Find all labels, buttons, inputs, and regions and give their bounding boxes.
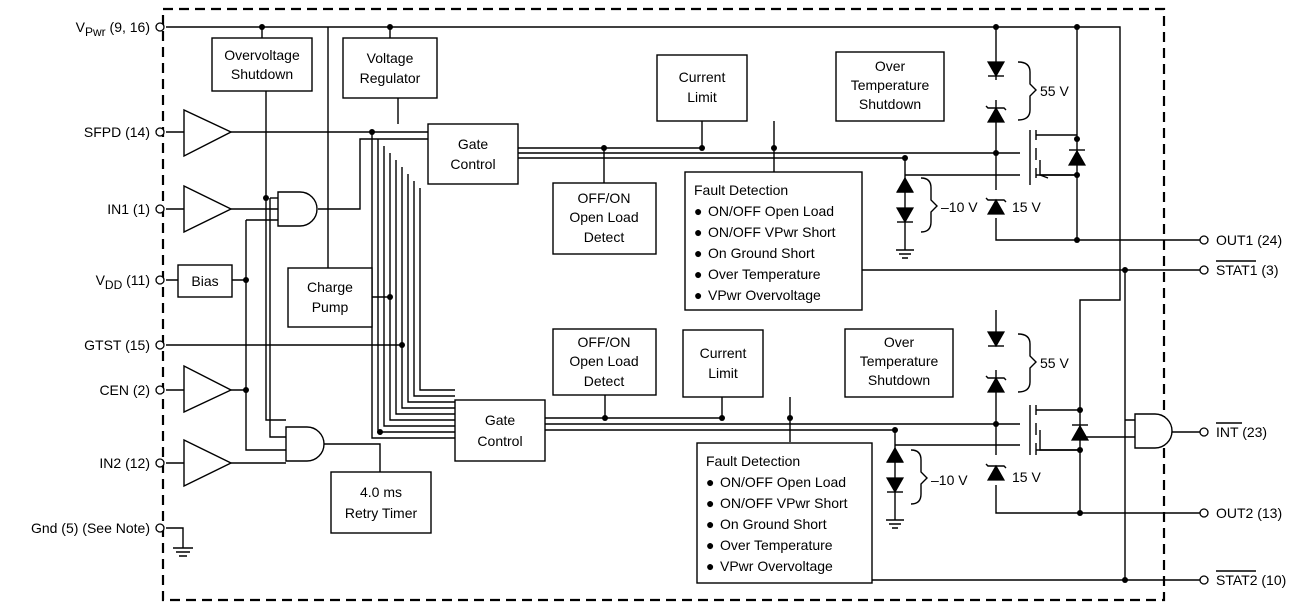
zener-15v-label-2: 15 V [1012, 469, 1041, 485]
chip-boundary [161, 7, 1166, 602]
pin-vdd-label: VDD (11) [96, 272, 150, 292]
zener-10v-label-1: –10 V [941, 199, 978, 215]
pin-out2 [1199, 508, 1209, 518]
fault-detection-title-1: Fault Detection [694, 182, 788, 198]
gate-control-block-1 [427, 123, 519, 185]
overvoltage-shutdown-block [211, 37, 313, 92]
pin-in1 [155, 204, 165, 214]
zener-stacks [885, 61, 1090, 505]
junction-dots [243, 24, 1128, 583]
retry-timer-block [330, 471, 432, 534]
right-pins: OUT1 (24) STAT1 (3) INT (23) OUT2 (13) S… [1199, 232, 1286, 588]
pin-gtst-label: GTST (15) [84, 337, 150, 353]
open-load-detect-block-1 [552, 182, 657, 255]
bias-label: Bias [191, 273, 218, 289]
pin-gnd-label: Gnd (5) (See Note) [31, 520, 150, 536]
fault-detection-items-2: ●ON/OFF Open Load●ON/OFF VPwr Short●On G… [706, 474, 848, 574]
sfpd-buffer [183, 108, 233, 158]
charge-pump-block [287, 267, 373, 328]
pin-gnd [155, 523, 165, 533]
zener-55v-label-2: 55 V [1040, 355, 1069, 371]
and-gate-1 [277, 191, 318, 227]
bias-block [177, 264, 233, 298]
in1-buffer [183, 184, 233, 234]
pin-cen [155, 385, 165, 395]
pin-int-label: INT (23) [1216, 424, 1267, 440]
pin-sfpd [155, 127, 165, 137]
in2-buffer [183, 438, 233, 488]
pin-stat2-label: STAT2 (10) [1216, 572, 1286, 588]
over-temperature-block-2 [844, 328, 954, 398]
pin-in1-label: IN1 (1) [107, 201, 150, 217]
fault-detection-title-2: Fault Detection [706, 453, 800, 469]
gate-control-block-2 [454, 399, 546, 462]
open-load-detect-block-2 [552, 328, 657, 396]
pin-gtst [155, 340, 165, 350]
pin-stat1-label: STAT1 (3) [1216, 262, 1279, 278]
fault-detection-block-1 [684, 171, 863, 311]
logic-gates [183, 108, 1173, 488]
fault-detection-items-1: ●ON/OFF Open Load●ON/OFF VPwr Short●On G… [694, 203, 836, 303]
voltage-regulator-block [342, 37, 438, 99]
zener-labels: 55 V –10 V 15 V 55 V –10 V 15 V [931, 83, 1069, 488]
pin-vdd [155, 275, 165, 285]
cen-buffer [183, 364, 233, 414]
pin-in2 [155, 458, 165, 468]
zener-10v-label-2: –10 V [931, 472, 968, 488]
pin-in2-label: IN2 (12) [99, 455, 150, 471]
pin-vpwr-label: VPwr (9, 16) [76, 19, 150, 39]
pin-int [1199, 427, 1209, 437]
current-limit-block-1 [656, 54, 748, 122]
pin-stat2 [1199, 575, 1209, 585]
and-gate-2 [285, 426, 325, 462]
and-gate-int [1134, 413, 1173, 449]
zener-15v-label-1: 15 V [1012, 199, 1041, 215]
pin-out2-label: OUT2 (13) [1216, 505, 1282, 521]
pin-vpwr [155, 22, 165, 32]
pin-out1 [1199, 235, 1209, 245]
over-temperature-block-1 [835, 51, 945, 122]
current-limit-block-2 [682, 329, 764, 398]
pin-out1-label: OUT1 (24) [1216, 232, 1282, 248]
fault-detection-block-2 [696, 442, 873, 584]
pin-sfpd-label: SFPD (14) [84, 124, 150, 140]
left-pins: VPwr (9, 16) SFPD (14) IN1 (1) VDD (11) … [31, 19, 165, 536]
zener-55v-label-1: 55 V [1040, 83, 1069, 99]
pin-cen-label: CEN (2) [99, 382, 150, 398]
pin-stat1 [1199, 265, 1209, 275]
